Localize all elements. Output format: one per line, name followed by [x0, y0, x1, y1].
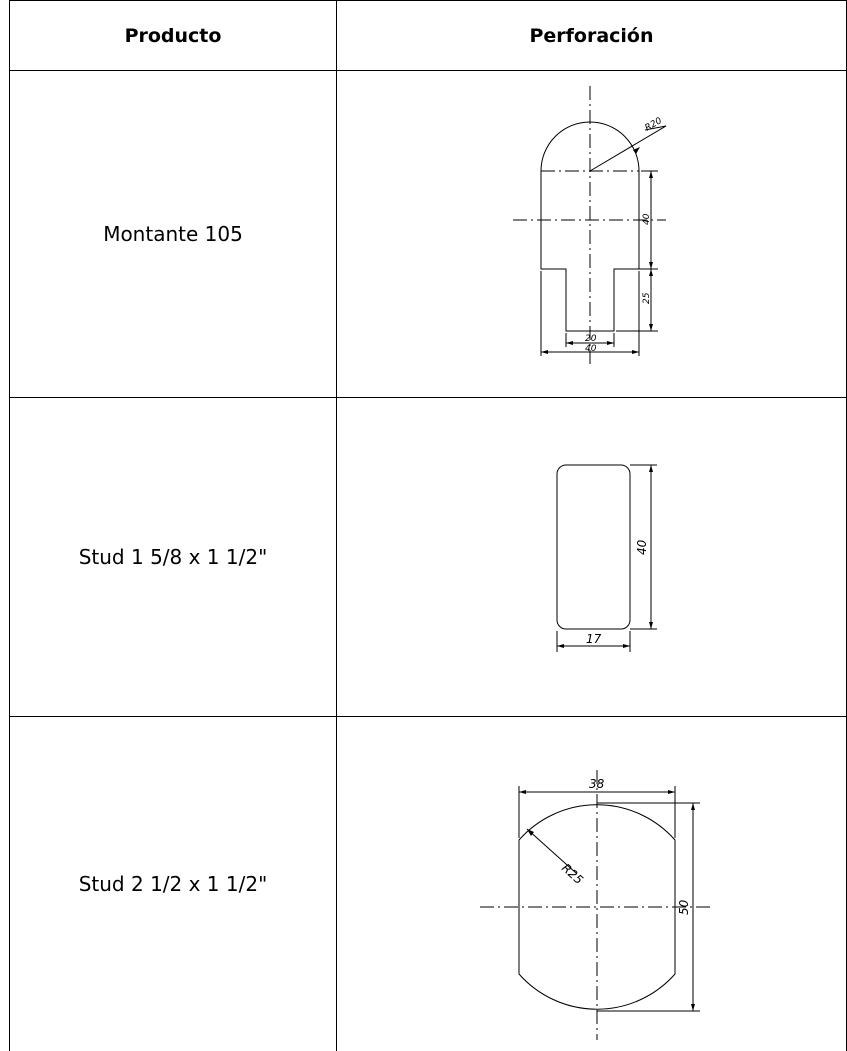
- stud2-slot-outline: [518, 804, 676, 1010]
- table-border-top: [9, 0, 847, 1]
- row-divider-1: [9, 397, 847, 398]
- montante-radius-leader: [589, 125, 667, 172]
- header-perforacion: Perforación: [529, 24, 654, 47]
- stud2-radius-label: R25: [559, 861, 586, 887]
- montante-dim-width-slot: 20: [585, 334, 597, 344]
- montante-dim-width-total: 40: [585, 344, 597, 354]
- row-divider-2: [9, 716, 847, 717]
- stud1-dim-width: 17: [586, 632, 602, 646]
- stud2-dim-height: 50: [677, 899, 691, 915]
- header-row-divider: [9, 70, 847, 71]
- stud2-radius-leader: [526, 828, 577, 874]
- product-name-stud-1-5-8: Stud 1 5/8 x 1 1/2": [78, 545, 268, 569]
- montante-dim-height-upper: 40: [642, 213, 652, 225]
- header-producto: Producto: [124, 24, 222, 47]
- product-name-montante-105: Montante 105: [103, 222, 243, 246]
- table-border-left: [9, 0, 10, 1051]
- stud1-dim-height: 40: [635, 539, 649, 555]
- montante-dim-height-lower: 25: [642, 292, 652, 304]
- stud2-dim-width: 38: [589, 777, 605, 791]
- column-divider: [336, 0, 337, 1051]
- stud1-slot-outline: [556, 464, 631, 630]
- product-name-stud-2-1-2: Stud 2 1/2 x 1 1/2": [78, 872, 268, 896]
